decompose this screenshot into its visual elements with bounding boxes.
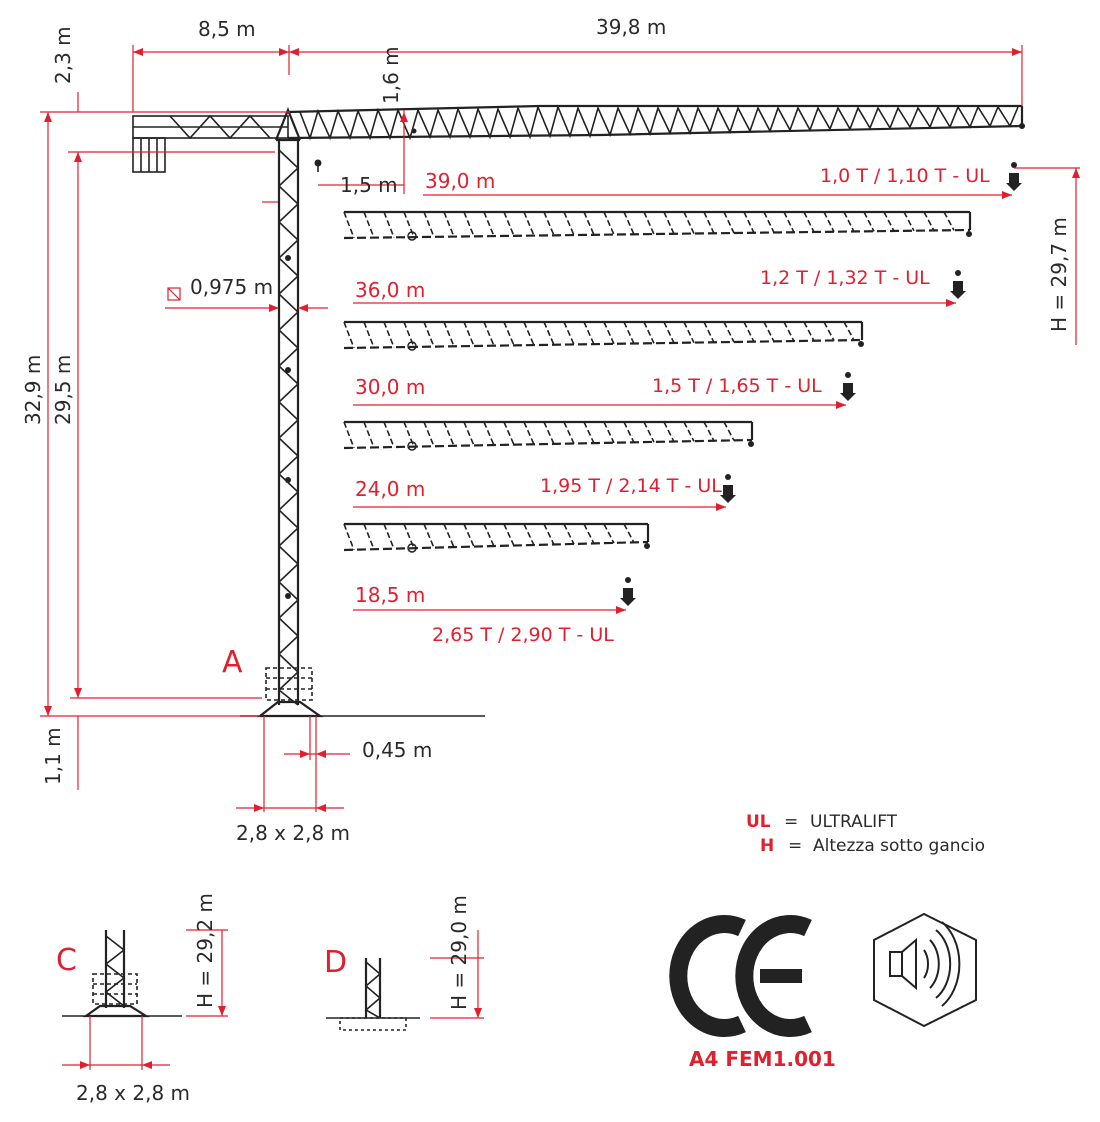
jib-diagonals	[343, 523, 635, 551]
jib-load-label: 1,0 T / 1,10 T - UL	[820, 165, 990, 187]
load-arrow-icon	[720, 485, 736, 503]
crane-structure	[132, 104, 1025, 718]
jib-config-4: 24,0 m 1,95 T / 2,14 T - UL	[343, 474, 736, 553]
base-offset-dimension: 0,45 m	[362, 738, 432, 762]
legend-key-h: H	[760, 836, 774, 856]
legend-sep-ul: =	[784, 812, 798, 832]
jib-load-label: 2,65 T / 2,90 T - UL	[432, 624, 614, 646]
radius-arrow	[836, 401, 846, 409]
total-height-dimension: 32,9 m	[21, 355, 45, 425]
hook-offset-dimension: 1,5 m	[340, 173, 398, 197]
load-arrow-icon	[620, 588, 636, 606]
hook-height-dimension: H = 29,7 m	[1047, 217, 1071, 332]
jib-load-label: 1,2 T / 1,32 T - UL	[760, 267, 930, 289]
counter-jib	[132, 114, 289, 173]
base-height-dimension: 1,1 m	[41, 727, 65, 785]
base-size-dimension: 2,8 x 2,8 m	[236, 821, 350, 845]
jib-diagonals	[343, 211, 955, 239]
jib-config-3: 30,0 m 1,5 T / 1,65 T - UL	[343, 372, 856, 451]
ce-mark-icon: A4 FEM1.001	[669, 915, 836, 1071]
noise-level-icon	[873, 912, 977, 1028]
jib-end-pin	[644, 543, 650, 549]
load-arrow-icon	[950, 281, 966, 299]
config-label-d: D	[324, 945, 347, 980]
config-label-a: A	[222, 645, 243, 680]
jib-bottom-chord	[343, 540, 649, 552]
hook-icon	[725, 474, 731, 480]
hook-icon	[1011, 162, 1017, 168]
load-arrow-icon	[1006, 173, 1022, 191]
legend-key-ul: UL	[746, 812, 771, 832]
trolley-icon	[407, 341, 417, 351]
radius-arrow	[1002, 191, 1012, 199]
certification-label: A4 FEM1.001	[689, 1047, 836, 1071]
radius-arrow	[716, 503, 726, 511]
jib-config-1: 39,0 m 1,0 T / 1,10 T - UL	[343, 162, 1022, 241]
dimension-lines	[40, 45, 1080, 812]
counter-jib-dimension: 8,5 m	[198, 17, 256, 41]
jib-bottom-chord	[343, 438, 753, 450]
config-c-height: H = 29,2 m	[193, 893, 217, 1008]
config-c-drawing: C H = 29,2 m 2,8 x 2,8 m	[56, 893, 228, 1105]
jib-radius-label: 24,0 m	[355, 477, 425, 501]
jib-load-label: 1,5 T / 1,65 T - UL	[652, 375, 822, 397]
jib-diagonals	[343, 421, 735, 449]
jib-depth-dimension: 1,6 m	[379, 46, 403, 104]
config-d-height: H = 29,0 m	[447, 895, 471, 1010]
jib-radius-label: 30,0 m	[355, 375, 425, 399]
dimension-labels: 8,5 m 39,8 m 2,3 m 1,6 m 1,5 m 0,975 m 3…	[21, 15, 1071, 845]
config-d-drawing: D H = 29,0 m	[324, 895, 484, 1031]
hook-icon	[845, 372, 851, 378]
jib-end-pin	[858, 341, 864, 347]
trolley-icon	[407, 231, 417, 241]
config-c-base: 2,8 x 2,8 m	[76, 1081, 190, 1105]
jib-length-dimension: 39,8 m	[596, 15, 666, 39]
mast-section-dimension: 0,975 m	[190, 275, 273, 299]
alternative-jibs: 39,0 m 1,0 T / 1,10 T - UL 36,0 m 1,2 T / 1…	[343, 162, 1022, 646]
legend-text-h: Altezza sotto gancio	[813, 836, 985, 856]
jib-end-pin	[748, 441, 754, 447]
jib-radius-label: 18,5 m	[355, 583, 425, 607]
jib-load-label: 1,95 T / 2,14 T - UL	[540, 475, 722, 497]
jib-config-2: 36,0 m 1,2 T / 1,32 T - UL	[343, 267, 966, 351]
jib-radius-label: 39,0 m	[425, 169, 495, 193]
jib-bottom-chord	[343, 338, 863, 350]
trolley-icon	[407, 543, 417, 553]
hook-icon	[955, 270, 961, 276]
legend-sep-h: =	[788, 836, 802, 856]
jib-bottom-chord	[343, 228, 971, 240]
top-height-dimension: 2,3 m	[51, 26, 75, 84]
jib-radius-label: 36,0 m	[355, 278, 425, 302]
jib-height-dimension: 29,5 m	[51, 355, 75, 425]
config-label-c: C	[56, 943, 77, 978]
tower-mast	[274, 107, 302, 706]
jib-diagonals	[343, 321, 855, 349]
load-arrow-icon	[840, 383, 856, 401]
radius-arrow	[616, 606, 626, 614]
base-ballast	[240, 667, 485, 718]
hook-icon	[625, 577, 631, 583]
jib-config-5: 18,5 m 2,65 T / 2,90 T - UL	[353, 577, 636, 646]
main-jib	[287, 104, 1025, 141]
radius-arrow	[946, 299, 956, 307]
hook-icon	[314, 159, 322, 172]
jib-end-pin	[966, 231, 972, 237]
trolley-icon	[407, 441, 417, 451]
legend: UL = ULTRALIFT H = Altezza sotto gancio	[746, 812, 985, 856]
legend-text-ul: ULTRALIFT	[810, 812, 898, 832]
